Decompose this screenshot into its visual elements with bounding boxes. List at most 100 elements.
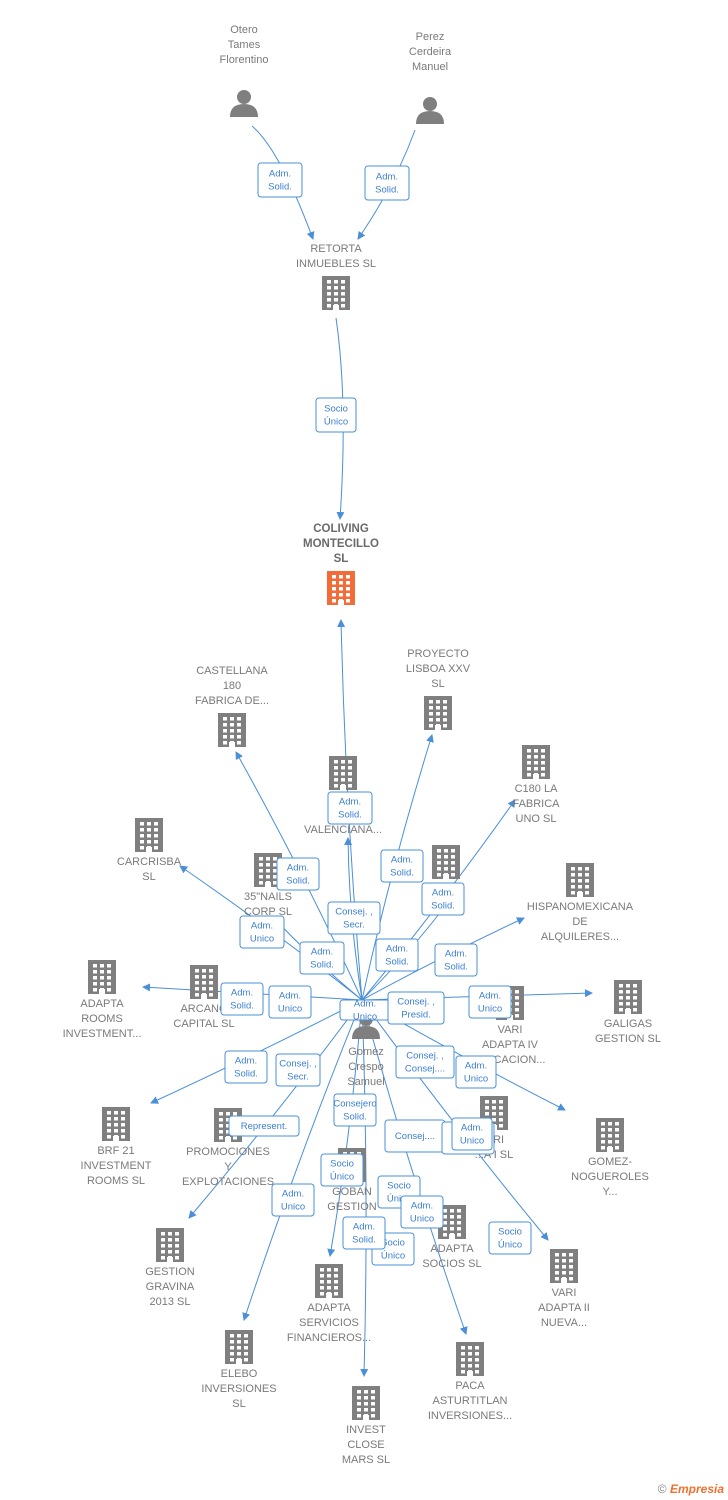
relation-label-r15[interactable]: Consej. ,Presid. bbox=[387, 991, 445, 1025]
copyright-icon: © bbox=[657, 1482, 667, 1496]
relation-text: Consej.... bbox=[395, 1131, 435, 1142]
edge-spoke-18 bbox=[360, 999, 369, 1377]
building-icon[interactable] bbox=[322, 276, 350, 310]
relation-label-r22[interactable]: Adm.Solid. bbox=[224, 1050, 268, 1084]
building-icon[interactable] bbox=[456, 1342, 484, 1376]
building-icon[interactable] bbox=[424, 696, 452, 730]
relation-label-r8[interactable]: Adm.Unico bbox=[239, 915, 285, 949]
person-icon[interactable] bbox=[416, 97, 444, 124]
relation-label-r10[interactable]: Adm.Solid. bbox=[299, 941, 345, 975]
building-icon[interactable] bbox=[156, 1228, 184, 1262]
relation-label-r9[interactable]: Consej. ,Secr. bbox=[327, 901, 381, 935]
relation-label-r32[interactable]: Adm.Solid. bbox=[342, 1216, 386, 1250]
relation-label-r20[interactable]: Adm.Unico bbox=[455, 1055, 497, 1089]
relation-text: Adm.Unico bbox=[353, 999, 377, 1023]
relation-label-r5[interactable]: Adm.Solid. bbox=[276, 857, 320, 891]
relation-text: Consej. ,Consej.... bbox=[405, 1051, 445, 1075]
relation-label-r29[interactable]: Adm.Unico bbox=[271, 1183, 315, 1217]
relation-text: Adm.Solid. bbox=[230, 988, 254, 1012]
relation-label-r30[interactable]: Adm.Unico bbox=[400, 1195, 444, 1229]
building-icon[interactable] bbox=[329, 756, 357, 790]
building-icon[interactable] bbox=[522, 745, 550, 779]
relation-text: Adm.Solid. bbox=[234, 1056, 258, 1080]
building-icon[interactable] bbox=[102, 1107, 130, 1141]
relation-label-r2[interactable]: Adm.Solid. bbox=[364, 165, 410, 201]
relation-label-r13[interactable]: Adm.Solid. bbox=[434, 943, 478, 977]
relation-text: Adm.Solid. bbox=[286, 863, 310, 887]
building-icon[interactable] bbox=[550, 1249, 578, 1283]
relation-label-r18[interactable]: Consej. ,Secr. bbox=[275, 1053, 321, 1087]
person-icon[interactable] bbox=[230, 90, 258, 117]
building-icon[interactable] bbox=[225, 1330, 253, 1364]
relation-label-r16[interactable]: Adm.Unico bbox=[268, 985, 312, 1019]
relation-label-r11[interactable]: Adm.Solid. bbox=[375, 938, 419, 972]
building-icon[interactable] bbox=[596, 1118, 624, 1152]
building-icon[interactable] bbox=[315, 1264, 343, 1298]
building-icon[interactable] bbox=[432, 845, 460, 879]
relation-label-r1[interactable]: Adm.Solid. bbox=[257, 162, 303, 198]
relation-label-r7[interactable]: Adm.Solid. bbox=[380, 849, 424, 883]
building-icon[interactable] bbox=[566, 863, 594, 897]
building-icon[interactable] bbox=[135, 818, 163, 852]
edge-spoke-14 bbox=[188, 999, 363, 1219]
relation-text: Adm.Unico bbox=[281, 1189, 305, 1213]
building-icon[interactable] bbox=[190, 965, 218, 999]
relation-text: Adm.Unico bbox=[464, 1061, 488, 1085]
relation-text: Adm.Solid. bbox=[431, 888, 455, 912]
relation-label-r26[interactable]: Adm.Unico bbox=[451, 1117, 493, 1151]
relation-label-r14[interactable]: Adm.Unico bbox=[468, 985, 512, 1019]
relation-label-r4[interactable]: Adm.Unico bbox=[339, 999, 391, 1023]
building-icon[interactable] bbox=[88, 960, 116, 994]
building-icon[interactable] bbox=[327, 571, 355, 605]
relation-label-r12[interactable]: Adm.Solid. bbox=[421, 882, 465, 916]
building-icon[interactable] bbox=[614, 980, 642, 1014]
relation-label-r24[interactable]: Consej.... bbox=[384, 1119, 446, 1153]
building-icon[interactable] bbox=[218, 713, 246, 747]
relation-label-r19[interactable]: Consej. ,Consej.... bbox=[395, 1045, 455, 1079]
relation-label-r21[interactable]: Represent. bbox=[228, 1115, 300, 1137]
relation-label-r6[interactable]: Adm.Solid. bbox=[327, 791, 373, 825]
brand-name: Empresia bbox=[669, 1482, 724, 1496]
relation-text: Adm.Solid. bbox=[310, 947, 334, 971]
relation-label-r17[interactable]: Adm.Solid. bbox=[220, 982, 264, 1016]
building-icon[interactable] bbox=[352, 1386, 380, 1420]
